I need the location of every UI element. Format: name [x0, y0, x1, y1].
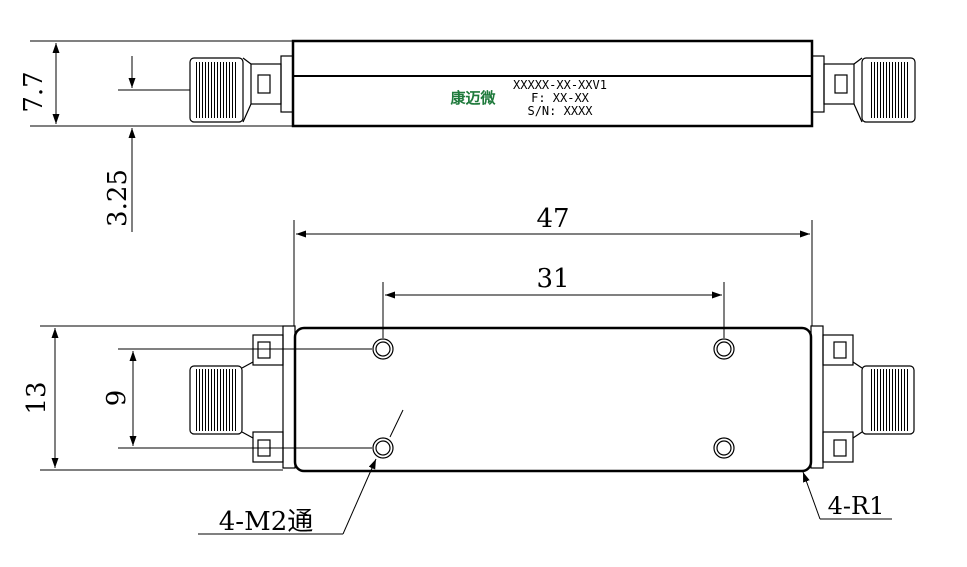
top-right-connector: [811, 55, 916, 123]
dim-text-3-25: 3.25: [103, 169, 133, 227]
top-left-connector: [189, 55, 294, 123]
mounting-hole-bottom-right: [713, 437, 735, 459]
dim-text-7-7: 7.7: [19, 71, 49, 112]
bottom-left-connector: [189, 325, 296, 469]
label-frequency: F: XX-XX: [531, 91, 590, 105]
bottom-view: [40, 220, 915, 535]
bottom-right-connector: [810, 325, 915, 469]
mounting-hole-top-right: [713, 338, 735, 360]
brand-logo: 康迈微: [450, 89, 496, 107]
dim-text-47: 47: [536, 204, 569, 234]
callout-radius: 4-R1: [828, 492, 885, 520]
dim-text-13: 13: [22, 381, 52, 414]
mounting-hole-bottom-left: [372, 437, 394, 459]
top-view: [30, 39, 916, 232]
mounting-hole-top-left: [372, 338, 394, 360]
leader-radius: [802, 471, 821, 520]
leader-holes: [389, 409, 404, 438]
dim-text-31: 31: [536, 264, 569, 294]
dim-text-9: 9: [102, 390, 132, 407]
label-part-number: XXXXX-XX-XXV1: [513, 78, 607, 92]
label-serial: S/N: XXXX: [527, 104, 593, 118]
callout-holes: 4-M2通: [219, 507, 314, 537]
